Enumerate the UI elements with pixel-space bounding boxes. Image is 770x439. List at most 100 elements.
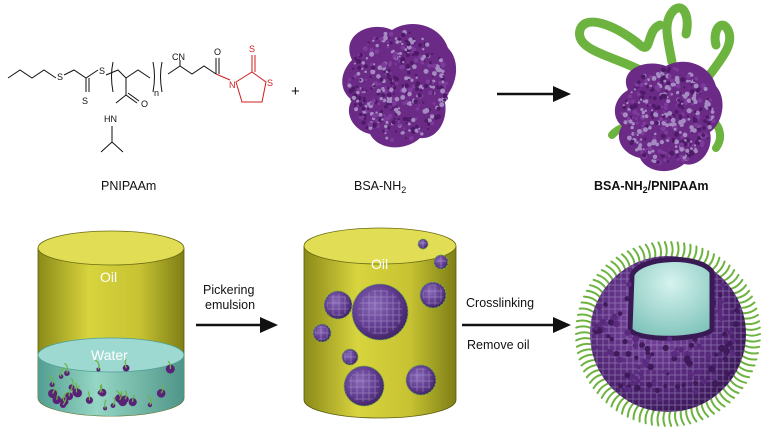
protein-texture: [681, 102, 684, 105]
protein-texture: [660, 126, 666, 132]
protein-texture: [697, 136, 701, 141]
conjugates-in-water: [48, 358, 175, 411]
protein-texture: [362, 96, 366, 100]
protein-texture: [652, 136, 657, 140]
protein-texture: [636, 133, 639, 136]
protein-texture: [392, 86, 397, 90]
protein-texture: [422, 48, 425, 51]
protein-texture: [389, 41, 393, 45]
polymer-chain: [62, 391, 68, 402]
atom-s2: S: [99, 66, 105, 76]
protein-texture: [369, 47, 374, 53]
protein-texture: [628, 94, 632, 99]
polymer-chain: [59, 367, 65, 377]
protein-texture: [381, 118, 384, 121]
protein-texture: [402, 101, 406, 106]
protein-texture: [651, 109, 653, 112]
protein-texture: [406, 41, 411, 47]
protein-texture: [686, 142, 691, 147]
protein-texture: [382, 61, 386, 66]
protein-texture: [392, 92, 396, 96]
protein-texture: [696, 142, 700, 146]
protein-texture: [693, 99, 698, 105]
capsule-protein: [717, 292, 723, 298]
protein-texture: [652, 96, 657, 101]
polymer-chain: [662, 3, 692, 67]
polymer-chain: [167, 360, 172, 370]
polymer-chain: [577, 348, 595, 355]
protein-texture: [418, 86, 422, 89]
atom-o1: O: [141, 99, 148, 109]
protein-texture: [370, 69, 376, 75]
capsule-protein: [626, 281, 632, 288]
protein-texture: [632, 116, 635, 119]
protein-texture: [636, 141, 639, 144]
polymer-chain: [592, 377, 608, 390]
protein-texture: [701, 133, 706, 138]
protein-texture: [386, 92, 392, 98]
label-water: Water: [91, 347, 128, 363]
protein-texture: [353, 62, 356, 65]
capsule-protein: [711, 380, 719, 388]
protein-texture: [364, 78, 368, 81]
protein-texture: [660, 105, 664, 109]
capsule-protein: [613, 350, 620, 357]
polymer-chain: [644, 243, 651, 262]
protein-texture: [405, 122, 408, 125]
protein-texture: [692, 116, 695, 119]
protein-texture: [706, 121, 711, 126]
label-conjugate-text: BSA-NH: [594, 179, 643, 193]
protein-texture: [666, 81, 671, 86]
capsule-protein: [686, 360, 693, 367]
protein-texture: [682, 132, 688, 138]
polymer-chain: [657, 241, 663, 260]
protein-texture: [371, 122, 377, 128]
protein-texture: [679, 131, 682, 134]
capsule-protein: [674, 347, 679, 352]
protein-texture: [357, 87, 361, 92]
protein-texture: [413, 99, 418, 104]
protein-texture: [697, 127, 702, 132]
capsule-protein: [662, 344, 669, 352]
polymer-chain: [713, 392, 726, 408]
capsule-protein: [663, 383, 668, 389]
protein-texture: [651, 75, 657, 81]
protein-texture: [422, 108, 428, 114]
protein-texture: [387, 87, 390, 90]
label-pnipaam: PNIPAAm: [101, 179, 157, 193]
protein-texture: [676, 101, 680, 105]
protein-texture: [629, 104, 635, 110]
polymer-chain: [55, 390, 58, 400]
protein-texture: [361, 106, 366, 111]
capsule-protein: [625, 351, 632, 357]
protein-texture: [409, 136, 414, 141]
protein-texture: [420, 60, 425, 65]
label-conjugate-sub: 2: [642, 185, 648, 195]
protein-texture: [679, 122, 684, 128]
polymer-chain: [721, 269, 736, 283]
protein-texture: [369, 51, 375, 57]
polymer-chain: [577, 313, 595, 320]
protein-texture: [383, 98, 387, 102]
protein-texture: [647, 142, 652, 147]
protein-texture: [407, 76, 411, 80]
protein-texture: [414, 73, 418, 77]
plus-sign: +: [291, 83, 300, 100]
protein-texture: [383, 35, 388, 41]
protein-texture: [379, 97, 383, 101]
protein-texture: [354, 107, 359, 112]
protein-texture: [674, 149, 679, 154]
polymer-chain: [99, 384, 103, 393]
atom-hn: HN: [104, 114, 117, 124]
capsule-protein: [709, 299, 716, 306]
protein-texture: [369, 62, 373, 67]
protein-texture: [377, 102, 381, 106]
protein-texture: [661, 67, 666, 73]
protein-texture: [397, 52, 400, 55]
capsule-protein: [613, 320, 620, 328]
protein-texture: [378, 112, 383, 117]
capsule-protein: [599, 319, 607, 326]
protein-texture: [399, 40, 402, 43]
protein-texture: [376, 124, 380, 129]
protein-texture: [424, 84, 429, 89]
